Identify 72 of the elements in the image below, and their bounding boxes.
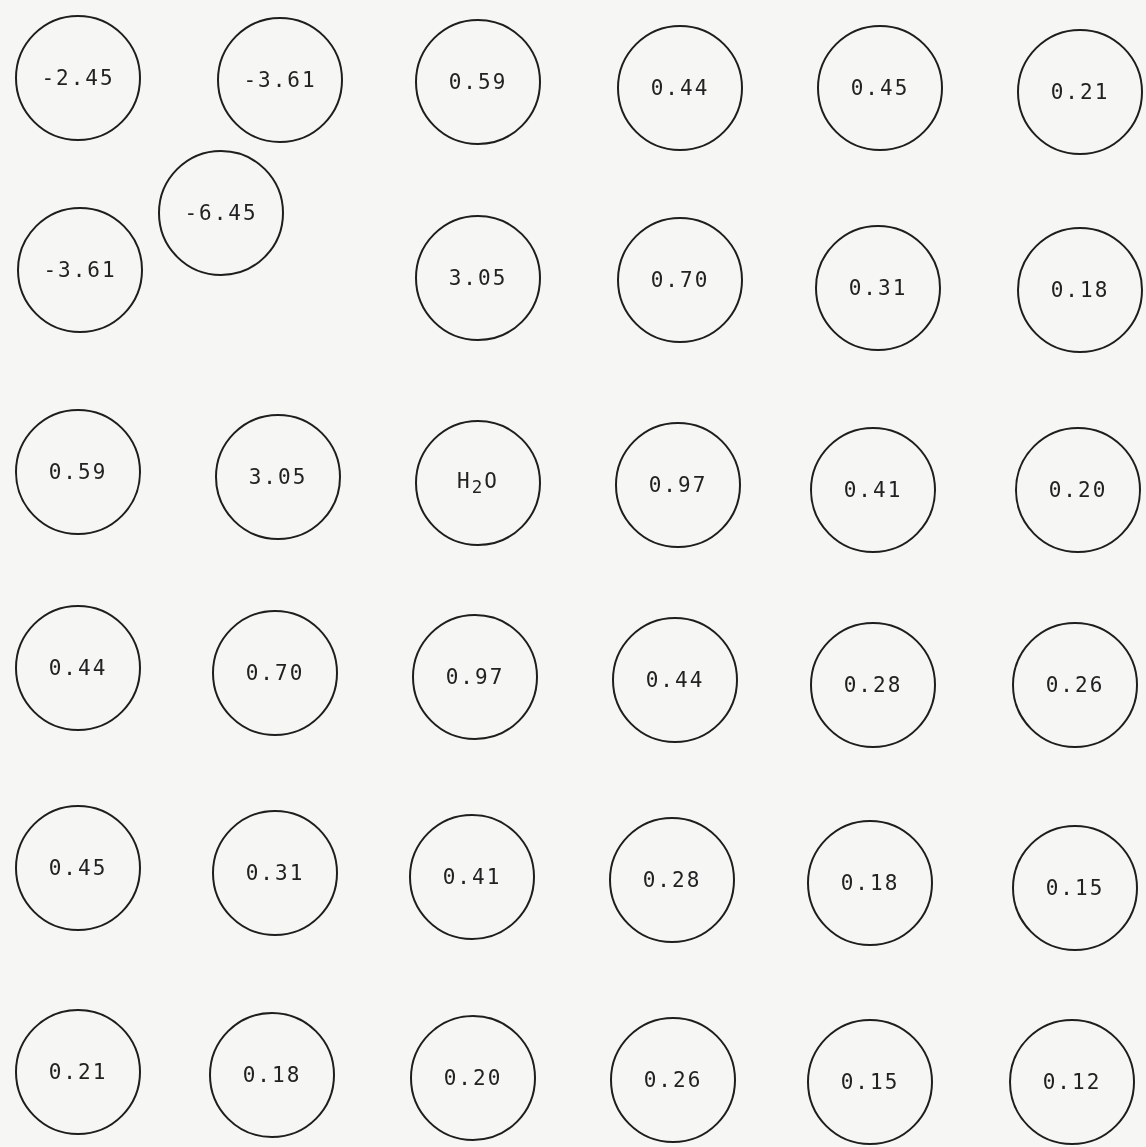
- circle-node: [415, 215, 541, 341]
- circle-node: [212, 610, 338, 736]
- value-text: 0.59: [48, 460, 108, 484]
- value-text: 0.70: [245, 661, 305, 685]
- circle-node: [15, 805, 141, 931]
- value-text: 0.41: [442, 865, 502, 889]
- value-text: 0.28: [843, 673, 903, 697]
- circle-node: [415, 19, 541, 145]
- value-text: 0.44: [645, 668, 705, 692]
- value-text: 0.15: [840, 1070, 900, 1094]
- value-text: 0.15: [1045, 876, 1105, 900]
- value-text: 0.12: [1042, 1070, 1102, 1094]
- circle-node: [1017, 227, 1143, 353]
- value-text: 0.28: [642, 868, 702, 892]
- value-text: 0.21: [48, 1060, 108, 1084]
- value-text: -6.45: [184, 201, 258, 225]
- value-text: 0.45: [850, 76, 910, 100]
- value-text: 3.05: [248, 465, 308, 489]
- circle-node: [15, 1009, 141, 1135]
- value-text: 0.97: [445, 665, 505, 689]
- value-text: H$_{2}$O: [457, 468, 499, 498]
- circle-node: [1017, 29, 1143, 155]
- circle-node: [158, 150, 284, 276]
- value-text: 0.18: [242, 1063, 302, 1087]
- value-text: 0.45: [48, 856, 108, 880]
- value-text: 0.70: [650, 268, 710, 292]
- circle-node: [217, 17, 343, 143]
- value-text: 0.44: [650, 76, 710, 100]
- circle-node: [17, 207, 143, 333]
- circle-node: [1012, 622, 1138, 748]
- circle-node: [617, 217, 743, 343]
- value-text: -3.61: [243, 68, 317, 92]
- value-text: 0.20: [443, 1066, 503, 1090]
- circle-node: [15, 15, 141, 141]
- value-text: -3.61: [43, 258, 117, 282]
- value-text: -2.45: [41, 66, 115, 90]
- value-text: 0.31: [245, 861, 305, 885]
- value-text: 0.44: [48, 656, 108, 680]
- circle-node: [409, 814, 535, 940]
- circle-node: [412, 614, 538, 740]
- circle-node: [1009, 1019, 1135, 1145]
- value-text: 0.18: [1050, 278, 1110, 302]
- circle-node: [1015, 427, 1141, 553]
- circle-node: [1012, 825, 1138, 951]
- value-text: 0.31: [848, 276, 908, 300]
- value-text: 0.97: [648, 473, 708, 497]
- value-text: 3.05: [448, 266, 508, 290]
- circle-node: [209, 1012, 335, 1138]
- circle-node: [807, 820, 933, 946]
- circle-node: [615, 422, 741, 548]
- circle-node: [612, 617, 738, 743]
- circle-node: [15, 605, 141, 731]
- value-text: 0.20: [1048, 478, 1108, 502]
- value-text: 0.26: [1045, 673, 1105, 697]
- circle-node: [212, 810, 338, 936]
- value-text: 0.59: [448, 70, 508, 94]
- circle-node: [810, 622, 936, 748]
- circle-node: [617, 25, 743, 151]
- circle-node: [410, 1015, 536, 1141]
- circle-node: [807, 1019, 933, 1145]
- value-text: 0.21: [1050, 80, 1110, 104]
- circle-node: [415, 420, 541, 546]
- value-text: 0.41: [843, 478, 903, 502]
- circle-node: [609, 817, 735, 943]
- circle-node: [610, 1017, 736, 1143]
- circle-node: [815, 225, 941, 351]
- circle-node: [15, 409, 141, 535]
- circle-node: [810, 427, 936, 553]
- value-text: 0.18: [840, 871, 900, 895]
- circle-node: [215, 414, 341, 540]
- value-text: 0.26: [643, 1068, 703, 1092]
- circle-node: [817, 25, 943, 151]
